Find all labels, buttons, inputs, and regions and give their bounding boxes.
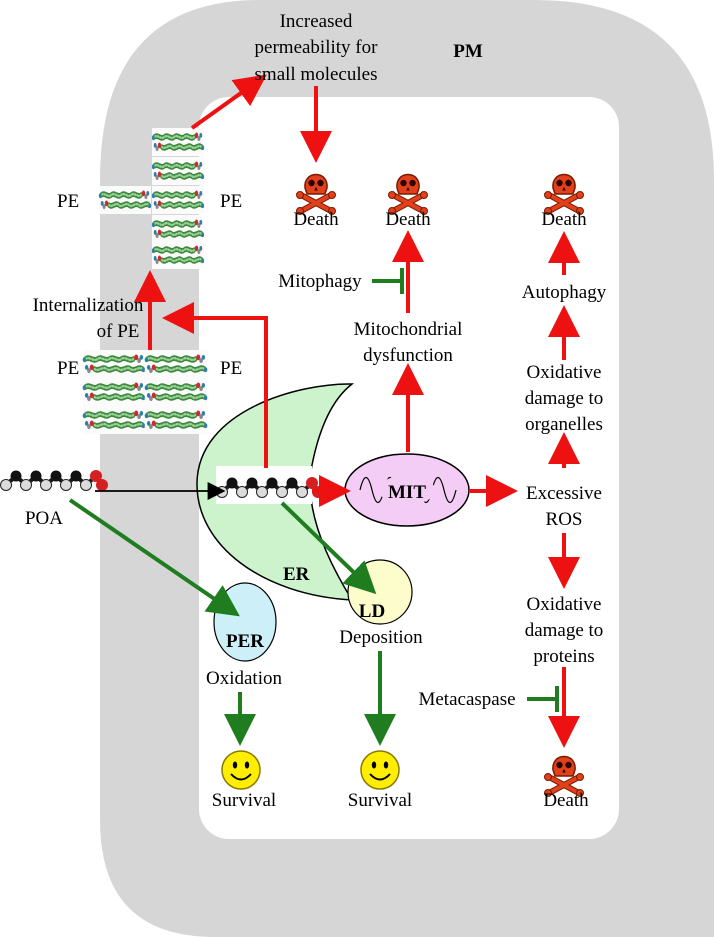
per-label: PER [226,631,264,652]
death-label: Death [543,790,589,811]
poa-label: POA [25,508,63,529]
ox-proteins-label-line2: damage to [525,620,604,641]
pe-label: PE [57,358,79,379]
survival-smiley-icon [360,750,400,790]
pm-label: PM [453,41,483,62]
ox-proteins-label-line3: proteins [533,646,594,667]
mitochondrion [344,453,470,527]
autophagy-label: Autophagy [522,282,607,303]
death-label: Death [385,209,431,230]
mito-dysfunction-label-line2: dysfunction [363,345,453,366]
death-label: Death [541,209,587,230]
survival-smiley-icon [221,750,261,790]
pe-label: PE [220,358,242,379]
internalization-label-line2: of PE [97,321,140,342]
ox-proteins-label-line1: Oxidative [527,594,602,615]
excessive-ros-label-line1: Excessive [526,483,602,504]
er-label: ER [283,564,310,585]
survival-label: Survival [348,790,412,811]
permeability-label-line2: permeability for [255,37,379,58]
poa-to-per-arrow [68,498,240,617]
ox-organelles-label-line1: Oxidative [527,362,602,383]
mito-dysfunction-label-line1: Mitochondrial [354,319,463,340]
pe-to-permeability-arrow [190,74,267,130]
mitophagy-label: Mitophagy [278,271,362,292]
death-label: Death [293,209,339,230]
poa-molecule [0,468,110,493]
er-to-ld-arrow [280,501,377,595]
green-pathway-arrows [68,268,559,746]
excessive-ros-label-line2: ROS [546,509,583,530]
oxidation-label: Oxidation [206,668,282,689]
internalization-label-line1: Internalization [33,295,144,316]
metacaspase-label: Metacaspase [418,689,515,710]
survival-label: Survival [212,790,276,811]
red-pathway-arrows [134,74,580,748]
ox-organelles-label-line3: organelles [525,414,603,435]
ox-organelles-label-line2: damage to [525,388,604,409]
permeability-label-line3: small molecules [255,64,378,85]
er-to-internalization-arrow [162,302,268,468]
pe-lower-stack [83,350,208,434]
pe-label: PE [57,191,79,212]
permeability-label-line1: Increased [280,11,353,32]
pe-label: PE [220,191,242,212]
ld-label: LD [359,601,385,622]
deposition-label: Deposition [339,627,423,648]
mit-label: MIT [388,482,426,503]
